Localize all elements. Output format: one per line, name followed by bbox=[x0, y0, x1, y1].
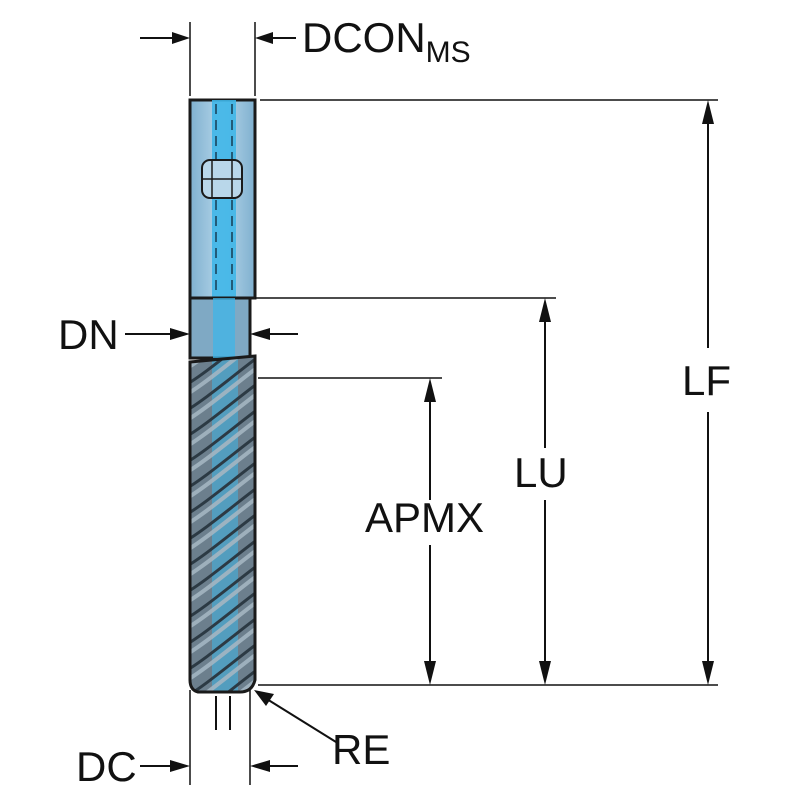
dn-label: DN bbox=[58, 311, 119, 358]
lf-label: LF bbox=[682, 357, 731, 404]
dcon-ms-dimension: DCONMS bbox=[140, 14, 471, 69]
dc-label: DC bbox=[76, 743, 137, 790]
lf-dimension: LF bbox=[682, 100, 731, 685]
re-label: RE bbox=[332, 726, 390, 773]
apmx-label: APMX bbox=[365, 494, 484, 541]
re-leader: RE bbox=[254, 690, 390, 773]
dn-dimension: DN bbox=[58, 311, 298, 358]
apmx-dimension: APMX bbox=[365, 378, 484, 685]
lu-label: LU bbox=[514, 449, 568, 496]
cutting-flutes bbox=[188, 354, 257, 694]
lu-dimension: LU bbox=[514, 298, 568, 685]
dc-dimension: DC bbox=[76, 690, 298, 790]
dcon-label: DCONMS bbox=[302, 14, 471, 69]
end-mill-tool bbox=[188, 98, 257, 694]
